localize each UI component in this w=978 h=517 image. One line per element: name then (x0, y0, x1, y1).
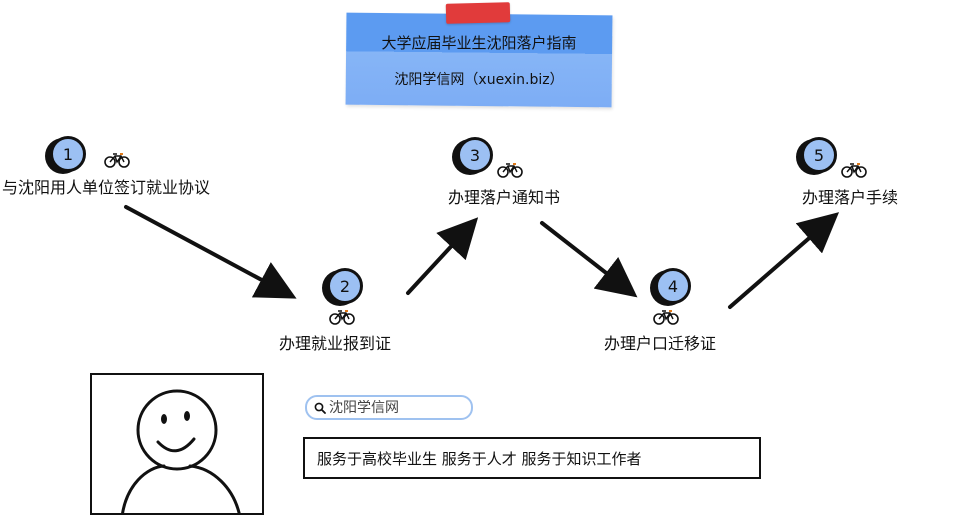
step-2-number: 2 (327, 268, 363, 304)
step-5-number: 5 (801, 137, 837, 173)
step-4-number: 4 (655, 268, 691, 304)
header-title: 大学应届毕业生沈阳落户指南 (381, 34, 577, 52)
avatar (90, 373, 264, 515)
step-3-label: 办理落户通知书 (448, 188, 561, 207)
tagline-box: 服务于高校毕业生 服务于人才 服务于知识工作者 (303, 437, 761, 479)
step-2-label: 办理就业报到证 (279, 334, 392, 353)
search-icon[interactable] (314, 402, 326, 414)
arrow-3-to-4 (540, 221, 638, 298)
arrow-1-to-2 (124, 205, 297, 299)
bicycle-icon (653, 310, 679, 325)
arrow-2-to-3 (406, 217, 479, 295)
arrow-4-to-5 (728, 212, 840, 309)
step-1-number: 1 (50, 136, 86, 172)
step-4-label: 办理户口迁移证 (604, 334, 717, 353)
bicycle-icon (104, 153, 130, 168)
search-input[interactable] (329, 399, 459, 416)
search-box[interactable] (305, 395, 473, 420)
bicycle-icon (497, 163, 523, 178)
tagline-text: 服务于高校毕业生 服务于人才 服务于知识工作者 (317, 449, 642, 468)
step-1-label: 与沈阳用人单位签订就业协议 (2, 178, 211, 197)
step-5-label: 办理落户手续 (802, 188, 899, 207)
header-subtitle: 沈阳学信网（xuexin.biz） (394, 72, 564, 88)
bicycle-icon (329, 310, 355, 325)
bicycle-icon (841, 163, 867, 178)
smiley-face-icon (121, 389, 241, 513)
step-3-number: 3 (457, 137, 493, 173)
